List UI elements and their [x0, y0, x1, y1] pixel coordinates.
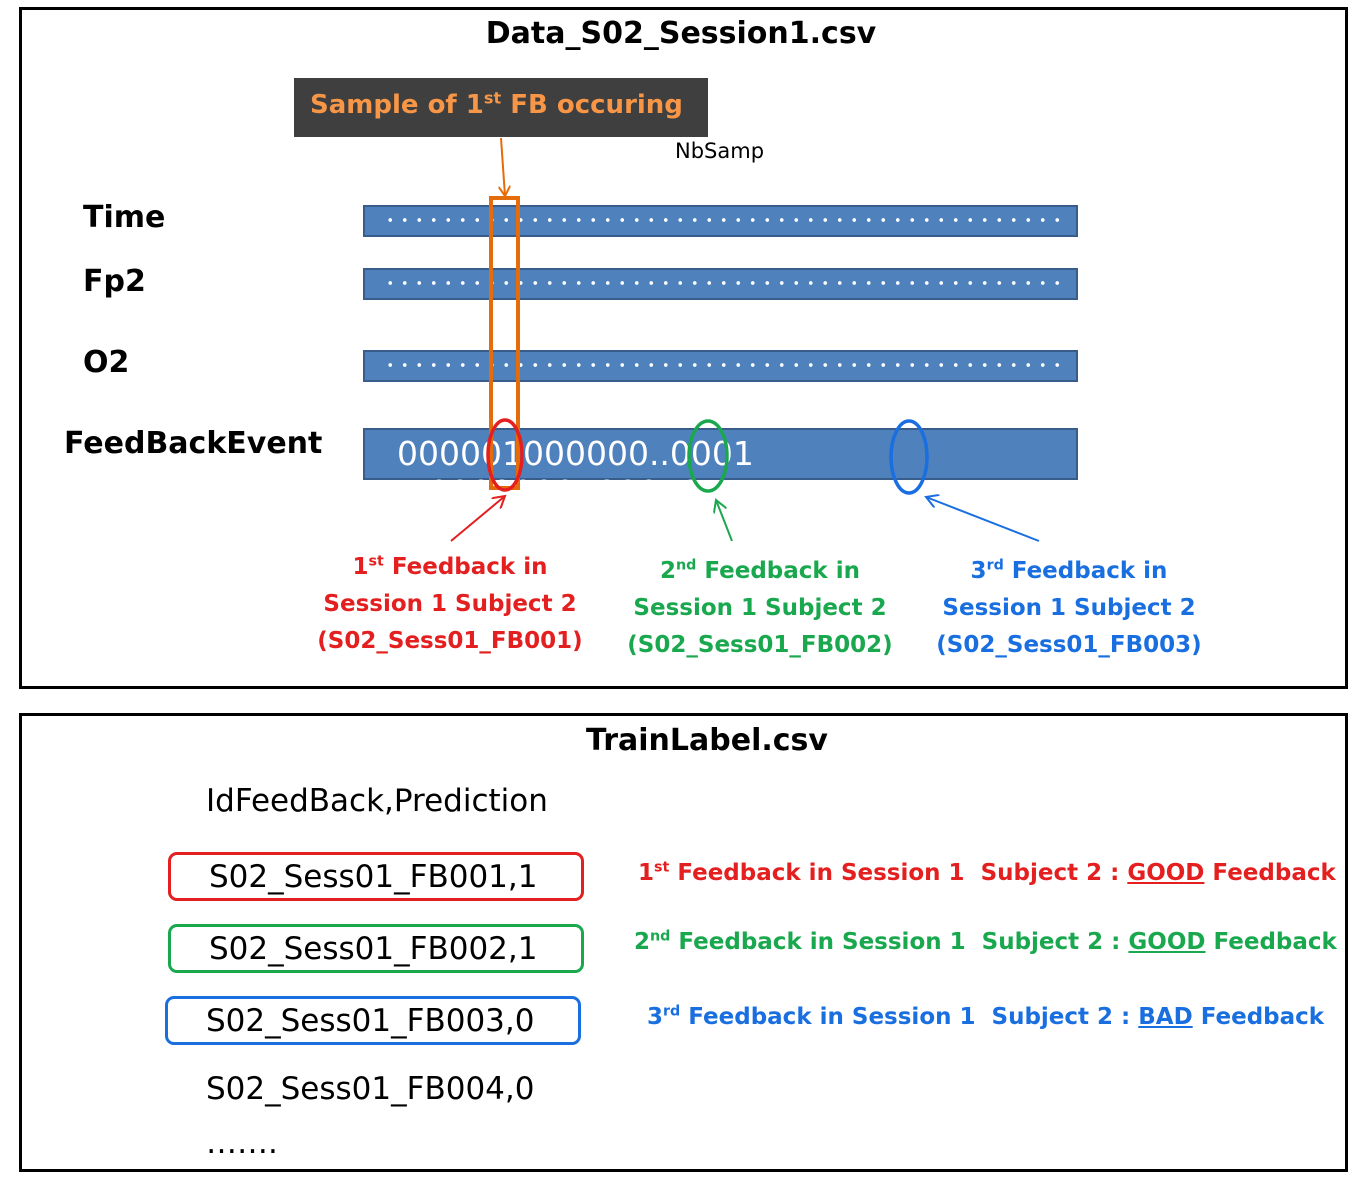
fb3-ellipse [889, 419, 929, 495]
csv-row-text: S02_Sess01_FB001,1 [209, 859, 538, 895]
trainlabel-csv-panel [19, 713, 1348, 1172]
data-csv-title: Data_S02_Session1.csv [485, 16, 877, 51]
fb002-explanation: 2nd Feedback in Session 1 Subject 2 : GO… [634, 928, 1337, 955]
fb1-ellipse [486, 418, 524, 492]
sample-dots [383, 273, 1062, 293]
fb1-arrow [450, 496, 505, 542]
first-fb-callout-text: Sample of 1st FB occuring [310, 88, 683, 120]
row-label-feedbackevent: FeedBackEvent [64, 426, 323, 461]
fb3-annotation: 3rd Feedback in Session 1 Subject 2 (S02… [936, 557, 1202, 658]
csv-row-text: S02_Sess01_FB003,0 [206, 1003, 535, 1039]
sample-dots [383, 355, 1062, 375]
row-label-fp2: Fp2 [83, 264, 146, 299]
feedbackevent-bitstring: 000001000000..0001 ...0000000100010… [397, 434, 754, 512]
csv-row-fb001: S02_Sess01_FB001,1 [168, 852, 584, 901]
fb1-annotation: 1st Feedback in Session 1 Subject 2 (S02… [317, 553, 583, 654]
callout-arrow [501, 137, 505, 196]
fb2-arrow [716, 500, 733, 542]
o2-signal-bar [363, 350, 1078, 382]
csv-row-fb003: S02_Sess01_FB003,0 [165, 996, 581, 1045]
csv-row-fb004: S02_Sess01_FB004,0 [206, 1071, 535, 1107]
fb001-explanation: 1st Feedback in Session 1 Subject 2 : GO… [638, 859, 1336, 886]
first-fb-callout: Sample of 1st FB occuring [294, 78, 708, 137]
csv-ellipsis: ……. [206, 1125, 278, 1161]
fp2-signal-bar [363, 268, 1078, 300]
fb2-ellipse [687, 419, 729, 493]
csv-row-text: S02_Sess01_FB002,1 [209, 931, 538, 967]
nbsamp-label: NbSamp [675, 139, 765, 163]
csv-row-fb002: S02_Sess01_FB002,1 [168, 924, 584, 973]
feedbackevent-bar: 000001000000..0001 ...0000000100010… [363, 428, 1078, 512]
sample-dots [383, 210, 1062, 230]
sample-highlight-column [489, 196, 520, 490]
fb2-annotation: 2nd Feedback in Session 1 Subject 2 (S02… [627, 557, 893, 658]
time-signal-bar [363, 205, 1078, 237]
csv-header: IdFeedBack,Prediction [206, 783, 548, 819]
fb003-explanation: 3rd Feedback in Session 1 Subject 2 : BA… [647, 1003, 1325, 1030]
row-label-time: Time [83, 200, 166, 235]
row-label-o2: O2 [83, 345, 130, 380]
trainlabel-csv-title: TrainLabel.csv [586, 723, 828, 758]
fb3-arrow [926, 497, 1040, 542]
